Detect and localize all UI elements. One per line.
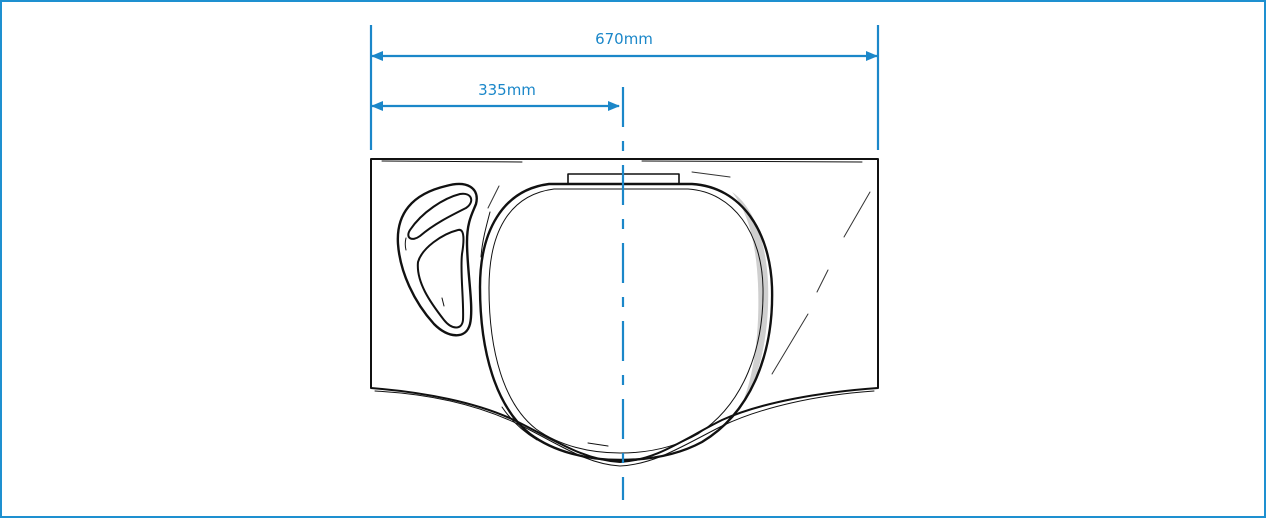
soap-dish-lower-cavity xyxy=(416,228,465,329)
soap-dish-upper-cavity xyxy=(407,192,473,240)
bowl-shading xyxy=(732,192,769,412)
basin-bottom-sketch-line xyxy=(374,390,875,467)
overall-width-dimension: 670mm xyxy=(371,30,878,61)
basin-top-sketch xyxy=(381,160,863,163)
bowl-sketch-lines xyxy=(480,211,609,447)
half-width-dimension: 335mm xyxy=(371,81,620,111)
surface-sketch-lines xyxy=(487,171,871,375)
bowl xyxy=(478,173,774,462)
bowl-inner-outline xyxy=(488,188,764,454)
dimension-extension-lines xyxy=(369,25,880,150)
right-sketch-line-1 xyxy=(843,191,871,238)
basin-body xyxy=(370,158,879,467)
right-sketch-line-3 xyxy=(771,313,809,375)
left-sketch-line-1 xyxy=(487,185,500,209)
soap-dish-outer-outline xyxy=(396,182,478,337)
soap-dish xyxy=(396,182,478,337)
top-sketch-line xyxy=(691,171,731,178)
basin-outer-outline xyxy=(370,158,879,463)
half-width-label: 335mm xyxy=(478,81,536,99)
right-sketch-line-2 xyxy=(816,269,829,293)
bowl-outer-outline xyxy=(478,182,774,462)
soap-dish-sketch-lines xyxy=(404,237,445,307)
overall-width-label: 670mm xyxy=(595,30,653,48)
